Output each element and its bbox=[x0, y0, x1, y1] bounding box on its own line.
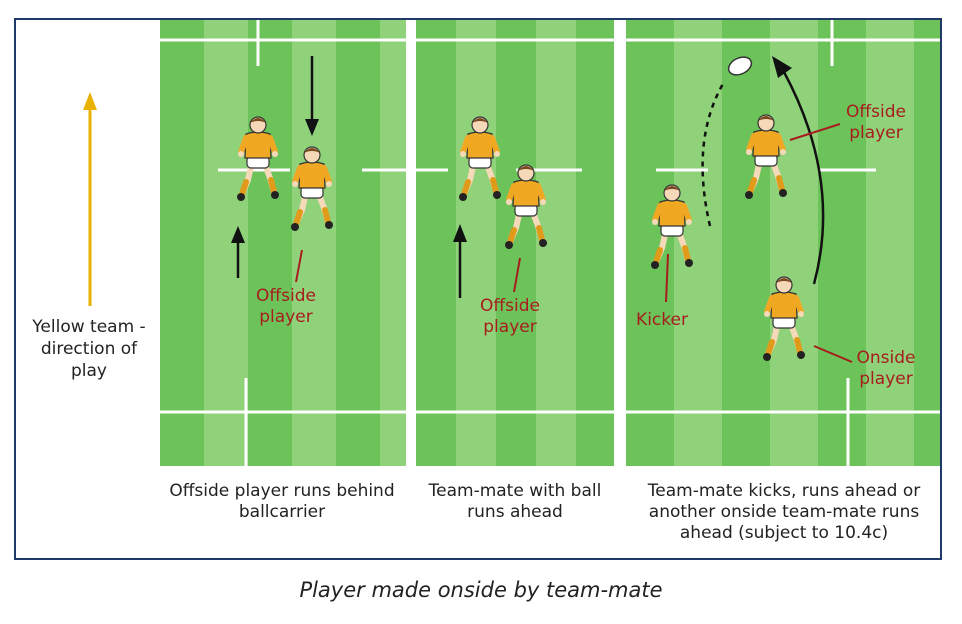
direction-of-play-arrow bbox=[83, 92, 97, 306]
run-arrow-down-1 bbox=[305, 56, 319, 136]
run-arrow-up-1 bbox=[231, 226, 245, 278]
direction-of-play-label: Yellow team - direction of play bbox=[32, 317, 146, 381]
leader-line-offside-3 bbox=[789, 123, 841, 141]
pitch-panel-1 bbox=[160, 20, 406, 466]
panel-3-caption: Team-mate kicks, runs ahead or another o… bbox=[647, 481, 921, 543]
rugby-ball-icon bbox=[727, 56, 753, 76]
run-arrow-up-2 bbox=[453, 224, 467, 298]
onside-run-arrow bbox=[772, 56, 825, 285]
offside-player-label-1: Offside player bbox=[256, 286, 316, 327]
offside-player-label-3: Offside player bbox=[846, 102, 906, 143]
offside-player-label-2: Offside player bbox=[480, 296, 540, 337]
leader-line-onside bbox=[813, 345, 853, 363]
leader-line-1 bbox=[295, 249, 303, 283]
panel-1-caption: Offside player runs behind ballcarrier bbox=[169, 481, 395, 522]
leader-line-2 bbox=[513, 257, 521, 293]
leader-line-kicker bbox=[665, 253, 669, 303]
pitch-panel-3 bbox=[626, 20, 940, 466]
kicker-label: Kicker bbox=[636, 310, 688, 330]
kick-path-dotted bbox=[701, 81, 726, 227]
onside-player-label: Onside player bbox=[856, 348, 916, 389]
pitch-panel-2 bbox=[416, 20, 614, 466]
panel-2-caption: Team-mate with ball runs ahead bbox=[428, 481, 602, 522]
diagram-caption: Player made onside by team-mate bbox=[299, 578, 663, 602]
